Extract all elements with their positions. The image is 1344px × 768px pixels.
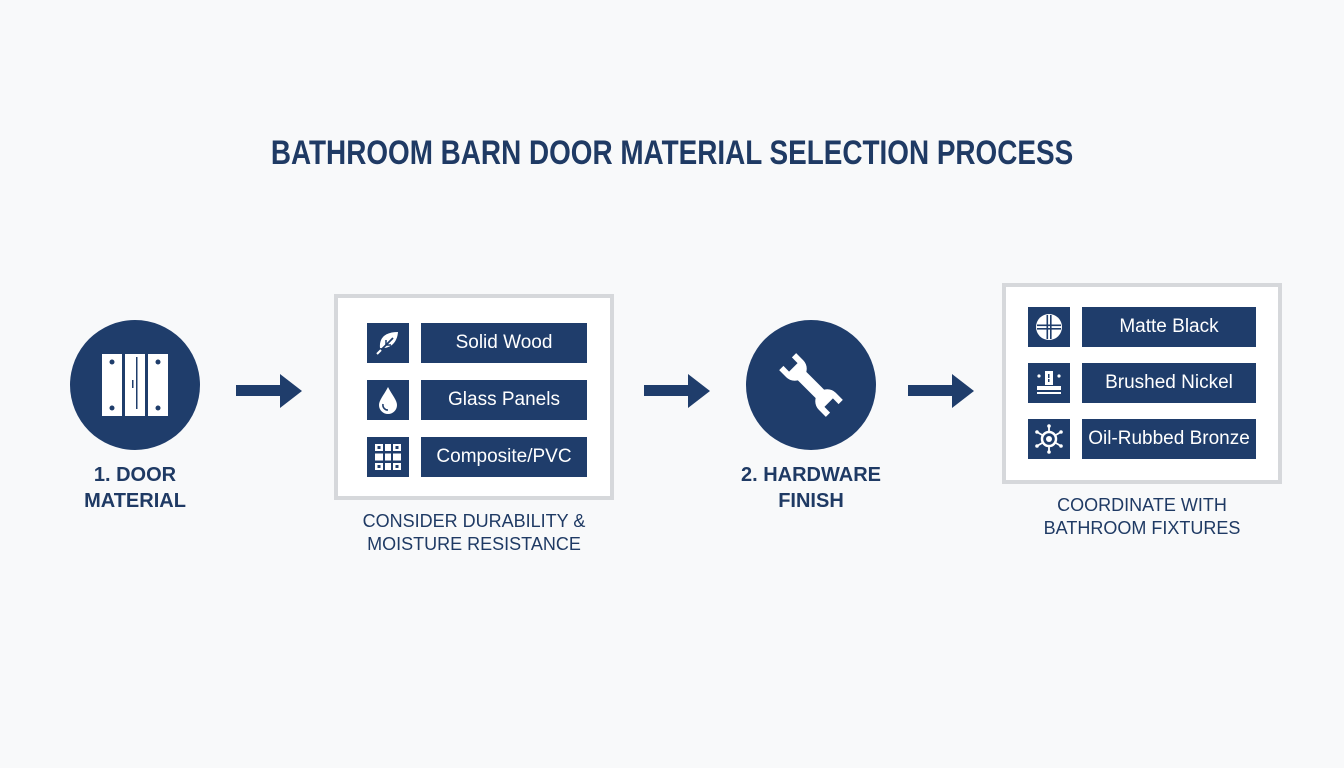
door-material-options-box: Solid Wood Glass Panels Composite <box>334 294 614 500</box>
arrow-right-icon <box>236 374 302 408</box>
option-label: Solid Wood <box>421 323 587 363</box>
faucet-fixture-icon <box>1037 371 1061 394</box>
option-label: Matte Black <box>1082 307 1256 347</box>
leaf-icon <box>376 332 398 355</box>
cross-circle-icon <box>1036 314 1062 340</box>
step-1-label: 1. DOOR MATERIAL <box>55 462 215 514</box>
wrench-icon <box>779 353 843 417</box>
arrow-right-icon <box>644 374 710 408</box>
step-2-circle <box>746 320 876 450</box>
caption-line1: CONSIDER DURABILITY & <box>362 511 586 531</box>
diagram-title: BATHROOM BARN DOOR MATERIAL SELECTION PR… <box>270 134 1074 172</box>
option-label: Oil-Rubbed Bronze <box>1082 419 1256 459</box>
step-1-circle <box>70 320 200 450</box>
arrow-right-icon <box>908 374 974 408</box>
step-2-label-line1: 2. HARDWARE <box>740 464 881 486</box>
step-1-label-line1: 1. DOOR <box>93 464 177 486</box>
caption-line2: BATHROOM FIXTURES <box>1043 518 1241 538</box>
grid-panel-icon <box>375 444 401 470</box>
barn-door-icon <box>102 354 168 416</box>
option-label: Glass Panels <box>421 380 587 420</box>
option-label: Brushed Nickel <box>1082 363 1256 403</box>
door-material-caption: CONSIDER DURABILITY & MOISTURE RESISTANC… <box>314 510 634 556</box>
water-drop-icon <box>379 387 397 414</box>
step-2-label: 2. HARDWARE FINISH <box>721 462 901 514</box>
gear-snowflake-icon <box>1035 424 1063 454</box>
hardware-finish-caption: COORDINATE WITH BATHROOM FIXTURES <box>982 494 1302 540</box>
step-1-label-line2: MATERIAL <box>84 490 186 512</box>
caption-line2: MOISTURE RESISTANCE <box>367 534 581 554</box>
caption-line1: COORDINATE WITH <box>1057 495 1227 515</box>
option-label: Composite/PVC <box>421 437 587 477</box>
step-2-label-line2: FINISH <box>778 490 844 512</box>
hardware-finish-options-box: Matte Black Brushed Nickel <box>1002 283 1282 484</box>
